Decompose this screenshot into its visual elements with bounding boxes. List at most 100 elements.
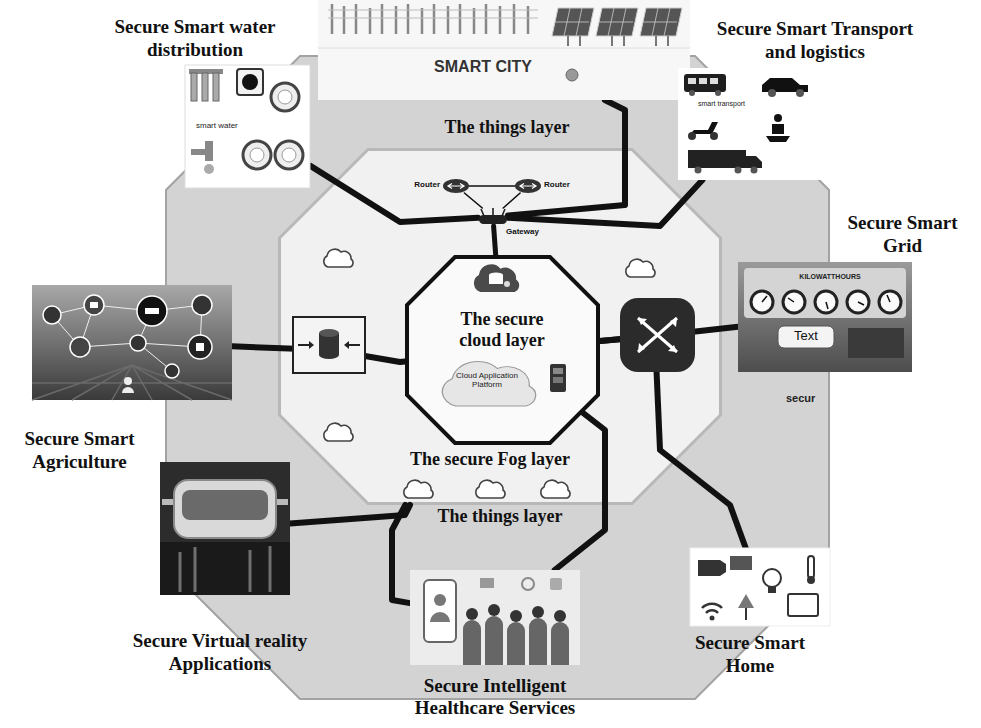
water-picture-part xyxy=(243,141,271,169)
text-holder: smart transport xyxy=(698,100,768,108)
transport-picture-part xyxy=(689,90,695,96)
agriculture-picture xyxy=(32,285,232,400)
text-holder: Cloud Application Platform xyxy=(455,371,519,389)
switch-symbol-part xyxy=(638,318,677,352)
transport-picture-part xyxy=(768,89,776,97)
home-picture-part xyxy=(690,548,830,626)
switch-symbol xyxy=(620,298,695,372)
agriculture-picture-part xyxy=(32,285,232,400)
agriculture-picture-part-part xyxy=(192,295,212,315)
healthcare-picture-part xyxy=(522,578,534,590)
water-picture-part xyxy=(278,90,292,104)
vr-picture xyxy=(160,462,290,595)
text-holder: secur xyxy=(786,392,830,404)
note-text: secur xyxy=(786,392,830,404)
router-icon: Router xyxy=(515,179,541,193)
application-image: Secure Virtual reality Applications xyxy=(160,462,290,595)
text-holder: Gateway xyxy=(506,228,556,237)
transport-picture-part xyxy=(688,150,746,168)
layer-label: The secure cloud layer xyxy=(442,309,562,350)
application-image: SMART CITY xyxy=(318,0,690,100)
water-picture-part xyxy=(271,83,299,111)
text-holder: The secure Fog layer xyxy=(380,449,600,470)
water-picture-part xyxy=(191,73,197,101)
caption: Secure Smart Agriculture xyxy=(7,428,152,474)
water-picture-part xyxy=(204,164,214,174)
water-picture-part xyxy=(202,73,208,101)
text-holder: smart water xyxy=(196,121,256,130)
router-icon: Router xyxy=(443,179,469,193)
text-holder: The things layer xyxy=(407,117,607,138)
text-holder: Router xyxy=(395,181,440,190)
storage-symbol-part xyxy=(298,344,360,346)
water-picture-part xyxy=(250,148,264,162)
storage-symbol-part xyxy=(293,317,365,373)
storage-symbol-part xyxy=(319,351,339,359)
home-picture-part xyxy=(745,608,747,620)
router-symbol-part xyxy=(520,184,536,189)
healthcare-picture-part-part xyxy=(529,618,547,665)
cloud-database-icon-part xyxy=(504,281,510,287)
grid-meter-picture-part xyxy=(744,268,906,318)
text-holder: KILOWATTHOURS xyxy=(790,273,870,281)
vr-picture-part xyxy=(180,546,270,592)
transport-picture-part xyxy=(710,132,718,140)
agriculture-picture-part-part xyxy=(43,306,61,324)
water-picture-part xyxy=(185,65,310,188)
image-text: Text xyxy=(778,329,834,344)
gateway-symbol-part xyxy=(479,215,507,224)
agriculture-picture-part-part xyxy=(70,337,90,357)
city-picture-part xyxy=(332,4,528,34)
home-picture-part xyxy=(710,616,715,621)
octagon-shape xyxy=(280,150,721,504)
transport-picture xyxy=(678,68,830,180)
city-picture-part xyxy=(328,10,538,18)
application-image: Secure Smart GridTextKILOWATTHOURS xyxy=(738,262,912,372)
home-picture-part xyxy=(702,604,722,613)
transport-picture-part xyxy=(766,124,790,142)
grid-meter-picture-part xyxy=(848,328,904,358)
storage-symbol-part xyxy=(309,341,349,349)
text-holder: Secure Smart Grid xyxy=(835,212,970,258)
router-symbol-part xyxy=(515,179,541,193)
layer-label: The secure Fog layer xyxy=(380,449,600,470)
text-holder: Router xyxy=(544,181,589,190)
city-picture-part xyxy=(318,0,690,100)
caption: Secure Smart Transport and logistics xyxy=(700,18,930,64)
healthcare-picture-part xyxy=(424,580,456,642)
home-picture-part xyxy=(730,556,752,570)
text-holder: Secure Smart water distribution xyxy=(80,16,310,62)
platform-icon-part xyxy=(553,368,563,374)
platform-icon-part xyxy=(553,377,563,383)
water-picture-part xyxy=(213,73,219,101)
grid-meter-picture-part xyxy=(778,326,834,348)
healthcare-picture-part-part xyxy=(510,610,522,622)
grid-meter-picture-part xyxy=(738,262,912,372)
healthcare-picture-part xyxy=(430,612,450,622)
healthcare-picture-part-part xyxy=(485,616,503,665)
platform-icon-part xyxy=(550,364,566,392)
city-picture-part xyxy=(552,8,682,36)
agriculture-picture-part xyxy=(43,295,212,378)
router-symbol-part xyxy=(443,179,469,193)
home-picture-part xyxy=(768,587,776,593)
home-picture-part xyxy=(738,594,754,608)
healthcare-picture-part-part xyxy=(463,620,481,665)
city-picture-part xyxy=(555,8,677,36)
healthcare-picture-part-part xyxy=(507,622,525,665)
image-text: Cloud Application Platform xyxy=(455,371,519,389)
vr-picture-part xyxy=(160,462,290,595)
healthcare-picture-part-part xyxy=(488,604,500,616)
application-image: Secure Intelligent Healthcare Services xyxy=(410,570,580,665)
water-picture-part xyxy=(282,148,296,162)
application-image: Secure Smart Agriculture xyxy=(32,285,232,400)
octagon-shape xyxy=(166,56,829,699)
water-picture-part xyxy=(275,141,303,169)
text-holder: Secure Virtual reality Applications xyxy=(110,630,330,676)
layer-octagon: The secure Fog layerRouterRouterGatewayT… xyxy=(278,148,722,505)
text-holder: SMART CITY xyxy=(398,58,568,76)
home-picture-part xyxy=(807,576,815,584)
grid-meter-picture xyxy=(738,262,912,372)
